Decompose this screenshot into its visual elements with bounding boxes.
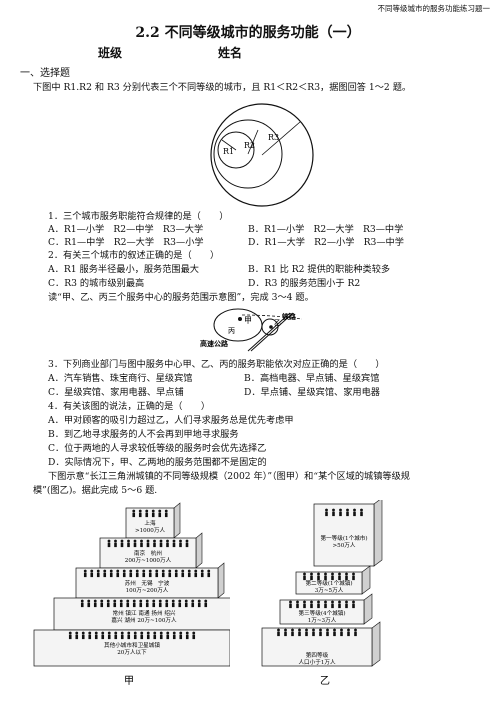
tier-label: 第二等级(1个城镇)3万~5万人	[305, 579, 352, 594]
tier-side	[217, 562, 225, 599]
q1-option-b: B．R1—小学 R2—大学 R3—中学	[248, 224, 404, 235]
intro-q1-2: 下图中 R1.R2 和 R3 分别代表三个不同等级的城市，且 R1＜R2＜R3，…	[33, 82, 412, 93]
railway-label: 铁路	[282, 312, 297, 321]
q1-option-d: D．R1—大学 R2—小学 R3—中学	[248, 237, 404, 248]
highway-label: 高速公路	[200, 339, 229, 348]
class-label: 班级	[98, 46, 123, 60]
tier-label: 上海>1000万人	[135, 519, 166, 534]
question-2: 2．有关三个城市的叙述正确的是（ ）	[48, 250, 220, 261]
tier-label: 常州 镇江 南通 扬州 绍兴嘉兴 湖州 20万~100万人	[111, 609, 177, 624]
q2-option-b: B．R1 比 R2 提供的职能种类较多	[248, 264, 391, 275]
figure-jia-caption: 甲	[124, 676, 134, 686]
tier-label: 第四等级人口小于1万人	[298, 651, 336, 666]
section-heading: 一、选择题	[20, 68, 70, 79]
tier-side	[173, 502, 181, 539]
tier-block	[279, 599, 365, 625]
q3-option-d: D．早点铺、星级宾馆、家用电器	[244, 387, 380, 398]
q4-option-c: C．位于两地的人寻求较低等级的服务时会优先选择乙	[48, 443, 267, 454]
page-title: 2.2 不同等级城市的服务功能（一）	[135, 25, 361, 41]
tier-label: 第三等级(4个城镇)1万~3万人	[298, 609, 345, 624]
tier-label: 第一等级(1个城市)>50万人	[320, 534, 367, 549]
q3-option-a: A．汽车销售、珠宝商行、星级宾馆	[48, 373, 193, 384]
q1-option-a: A．R1—小学 R2—中学 R3—大学	[48, 224, 204, 235]
intro-q5-6-line2: 模”(图乙)。据此完成 5～6 题.	[33, 485, 158, 496]
tier-side	[363, 593, 373, 625]
nested-circles-figure: R1 R2 R3	[210, 103, 314, 207]
center-yi: 乙	[274, 319, 281, 327]
intro-q3-4: 读“甲、乙、丙三个服务中心的服务范围示意图”，完成 3～4 题。	[48, 292, 314, 303]
intro-q5-6-line1: 下图示意“长江三角洲城镇的不同等级规模（2002 年）”（图甲）和“某个区域的城…	[48, 471, 410, 482]
q2-option-c: C．R3 的城市级别最高	[48, 278, 145, 289]
tier-block	[33, 629, 230, 667]
page-header: 不同等级城市的服务功能练习题一	[377, 4, 491, 13]
figure-yi-caption: 乙	[320, 675, 330, 686]
tier-side	[371, 621, 381, 667]
r2-label: R2	[244, 141, 255, 150]
tier-side	[195, 532, 203, 569]
q4-option-d: D．实际情况下，甲、乙两地的服务范围都不是固定的	[48, 457, 267, 468]
q3-option-b: B．高档电器、早点铺、星级宾馆	[244, 373, 380, 384]
name-label: 姓名	[218, 46, 243, 60]
regional-hierarchy-figure: 第一等级(1个城市)>50万人第二等级(1个城镇)3万~5万人第三等级(4个城镇…	[261, 500, 383, 686]
q2-option-a: A．R1 服务半径最小，服务范围最大	[48, 264, 199, 275]
q4-option-a: A．甲对顾客的吸引力超过乙，人们寻求服务总是优先考虑甲	[48, 415, 294, 426]
r3-label: R3	[268, 133, 279, 142]
center-bing: 丙	[228, 327, 235, 335]
tier-block	[261, 627, 373, 667]
question-1: 1．三个城市服务职能符合规律的是（ ）	[48, 211, 229, 222]
q3-option-c: C．星级宾馆、家用电器、早点铺	[48, 387, 184, 398]
service-range-figure: 甲 丙 乙 铁路 高速公路	[200, 308, 303, 352]
q2-option-d: D．R3 的服务范围小于 R2	[248, 278, 361, 289]
q1-option-c: C．R1—中学 R2—大学 R3—小学	[48, 237, 204, 248]
q4-option-b: B．到乙地寻求服务的人不会再到甲地寻求服务	[48, 429, 239, 440]
question-3: 3．下列商业部门与图中服务中心甲、乙、丙的服务职能依次对应正确的是（ ）	[48, 359, 385, 370]
center-jia: 甲	[244, 316, 252, 325]
tier-block	[313, 503, 375, 567]
r1-label: R1	[223, 147, 234, 156]
tier-side	[361, 565, 371, 595]
tier-side	[373, 500, 383, 567]
question-4: 4．有关该图的说法，正确的是（ ）	[48, 401, 211, 412]
